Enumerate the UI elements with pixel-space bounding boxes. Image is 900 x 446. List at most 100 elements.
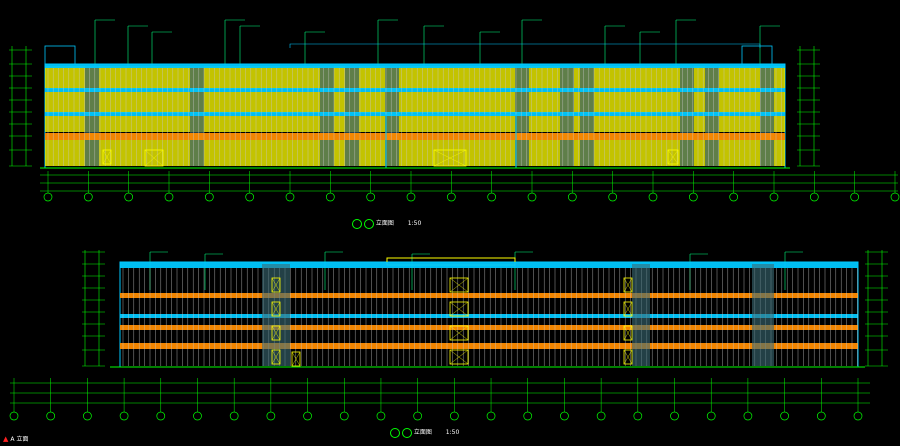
top-door-diag [433,149,467,167]
bottom-opening-diag [623,325,633,341]
top-door-frame [667,149,679,165]
bottom-grid-bubble [486,411,496,421]
top-caption-text: 立面图 [375,220,394,227]
bottom-grid-bubble [449,411,459,421]
top-grid-bubble [688,192,698,202]
bottom-band-3 [120,314,858,318]
top-band-3 [45,112,785,116]
top-grid-bubble [527,192,537,202]
bottom-opening-7 [449,325,469,341]
top-door-4 [667,149,679,165]
bottom-grid-bubble [816,411,826,421]
bottom-opening-frame [291,351,301,367]
bottom-band-2 [120,293,858,298]
bottom-opening-frame [623,277,633,293]
top-grid-bubbles [43,171,900,202]
bottom-grid-bubble [853,411,863,421]
top-door-3 [433,149,467,167]
bottom-caption-scale: 1:50 [445,429,460,436]
top-grid-bubble [487,192,497,202]
top-band-4 [45,133,785,140]
top-door-diag [667,149,679,165]
top-grid-bubble [164,192,174,202]
top-level-markers [9,46,820,167]
bottom-opening-11 [623,325,633,341]
bottom-yellow-openings [271,277,633,367]
warning-triangle-icon: ▲ [3,435,9,443]
bottom-opening-6 [449,301,469,317]
bottom-floor-bands [120,262,858,349]
bottom-grid-bubble [266,411,276,421]
bottom-grid-bubble [83,411,92,421]
bottom-grid-bubble [596,411,606,421]
bottom-level-markers [82,250,888,367]
top-grid-bubble [43,192,53,202]
top-grid-bubble [648,192,658,202]
bottom-opening-frame [623,301,633,317]
bottom-grid-bubble [633,411,643,421]
bottom-opening-diag [271,325,281,341]
bottom-opening-10 [623,301,633,317]
corner-label-text: A 立面 [10,436,29,443]
bottom-column-3 [752,264,774,366]
top-yellow-floor-3 [45,116,785,132]
top-grid-bubble [204,192,214,202]
top-grid-bubble [769,192,779,202]
bottom-opening-2 [271,301,281,317]
bottom-grid-bubble [706,411,716,421]
top-door-frame [144,149,164,167]
bottom-opening-diag [449,349,469,365]
top-dimension-lines [40,174,898,192]
top-grid-bubble [83,192,93,202]
bottom-grid-bubble [193,411,202,421]
corner-label: ▲ A 立面 [3,434,28,443]
top-grid-bubble [366,192,376,202]
bottom-opening-frame [449,301,469,317]
bottom-opening-4 [271,349,281,365]
top-floor-bands [45,64,785,140]
bottom-opening-diag [623,349,633,365]
top-grid-bubble [285,192,295,202]
top-elevation-caption: 立面图 1:50 [352,218,421,229]
top-band-1 [45,64,785,68]
bottom-grid-bubble [119,411,129,421]
bottom-grid-bubbles [9,378,863,421]
top-yellow-floor-2 [45,92,785,113]
bottom-grid-bubble [9,411,19,421]
bottom-opening-8 [449,349,469,365]
top-grid-bubble [245,192,255,202]
bottom-opening-diag [623,301,633,317]
bottom-grid-bubble [376,411,386,421]
top-grid-bubble [406,192,416,202]
bottom-grid-bubble [670,411,679,421]
bottom-band-4 [120,325,858,330]
top-doors [102,149,679,167]
bottom-opening-diag [291,351,301,367]
bottom-column-shading [262,264,774,366]
bottom-grid-bubble [303,411,312,421]
top-yellow-floor-4 [45,140,785,166]
bottom-band-5 [120,343,858,349]
top-grid-bubble [446,192,456,202]
top-door-2 [144,149,164,167]
bottom-opening-5 [449,277,469,293]
bottom-opening-diag [449,325,469,341]
bottom-grid-bubble [156,411,166,421]
bottom-opening-frame [623,349,633,365]
bottom-caption-text: 立面图 [413,429,432,436]
bottom-elevation [9,250,888,421]
bottom-opening-frame [271,325,281,341]
bottom-opening-frame [449,325,469,341]
top-yellow-floor-1 [45,66,785,89]
bottom-grid-bubble [413,411,423,421]
top-door-frame [102,149,112,165]
top-elevation [9,19,900,202]
bottom-column-1 [262,264,290,366]
top-grid-bubble [124,192,134,202]
bottom-opening-frame [623,325,633,341]
top-grid-bubble [809,192,819,202]
bottom-opening-3 [271,325,281,341]
bottom-grid-bubble [229,411,239,421]
bottom-elevation-caption: 立面图 1:50 [390,427,459,438]
bottom-grid-bubble [523,411,533,421]
